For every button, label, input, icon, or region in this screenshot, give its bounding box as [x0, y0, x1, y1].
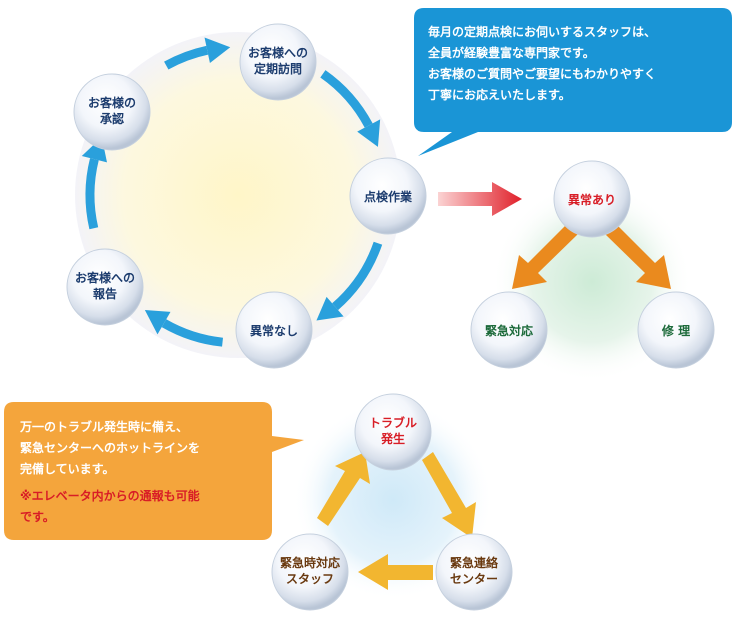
- cycle-arrow-none-to-report-head: [144, 310, 171, 335]
- node-label: お客様の: [88, 95, 136, 110]
- node-label: 異常なし: [250, 323, 298, 338]
- node-sphere: [239, 23, 317, 101]
- node-label: 異常あり: [568, 192, 616, 207]
- trouble-bubble: 万一のトラブル発生時に備え、 緊急センターへのホットラインを 完備しています。 …: [4, 402, 304, 540]
- red-arrow: [438, 182, 522, 216]
- node-label: 発生: [380, 431, 405, 446]
- yellow-arrow-left: [317, 452, 370, 526]
- info-bubble-line: 丁寧にお応えいたします。: [428, 87, 571, 102]
- node-sphere: [66, 248, 144, 326]
- node-trouble: トラブル 発生: [354, 393, 432, 471]
- trouble-bubble-note: ※エレベータ内からの通報も可能: [20, 488, 200, 503]
- node-inspection: 点検作業: [349, 157, 427, 235]
- node-label: 修 理: [661, 323, 690, 338]
- info-bubble-shape: [414, 8, 732, 156]
- node-no-abnormality: 異常なし: [235, 291, 313, 369]
- node-label: お客様への: [248, 45, 308, 60]
- yellow-arrow-bottom: [358, 554, 433, 590]
- node-sphere: [349, 157, 427, 235]
- node-report: お客様への 報告: [66, 248, 144, 326]
- node-label: スタッフ: [286, 572, 334, 586]
- cycle-arrows: [81, 37, 383, 347]
- info-bubble: 毎月の定期点検にお伺いするスタッフは、 全員が経験豊富な専門家です。 お客様のご…: [414, 8, 732, 156]
- node-sphere: [637, 291, 715, 369]
- trouble-bubble-line: 万一のトラブル発生時に備え、: [19, 419, 188, 434]
- node-label: 緊急連絡: [450, 555, 499, 570]
- node-repair: 修 理: [637, 291, 715, 369]
- node-label: トラブル: [369, 415, 417, 430]
- trouble-bubble-line: 緊急センターへのホットラインを: [20, 440, 200, 455]
- node-periodic-visit: お客様への 定期訪問: [239, 23, 317, 101]
- node-emergency-center: 緊急連絡 センター: [435, 533, 513, 611]
- node-label: 点検作業: [364, 189, 413, 204]
- node-sphere: [271, 533, 349, 611]
- cycle-arrow-visit-to-inspection-head: [357, 119, 381, 147]
- node-abnormal: 異常あり: [553, 160, 631, 238]
- cycle-arrow-approval-to-visit-head: [204, 37, 231, 63]
- cycle-arrow-inspection-to-none: [332, 241, 383, 311]
- cycle-arrow-visit-to-inspection: [320, 70, 373, 128]
- orange-arrow-left: [512, 224, 578, 289]
- info-bubble-line: 毎月の定期点検にお伺いするスタッフは、: [428, 24, 656, 39]
- info-bubble-line: お客様のご質問やご要望にもわかりやすく: [428, 66, 656, 81]
- trouble-bubble-line: 完備しています。: [20, 461, 114, 476]
- info-bubble-line: 全員が経験豊富な専門家です。: [427, 45, 595, 60]
- node-label: 緊急時対応: [280, 555, 340, 570]
- node-sphere: [354, 393, 432, 471]
- node-emergency-response: 緊急対応: [470, 291, 548, 369]
- orange-arrow-right: [605, 224, 671, 289]
- node-emergency-staff: 緊急時対応 スタッフ: [271, 533, 349, 611]
- cycle-background: [75, 32, 401, 358]
- node-sphere: [235, 291, 313, 369]
- cycle-arrow-none-to-report: [161, 319, 224, 347]
- cycle-arrow-approval-to-visit: [164, 45, 209, 70]
- node-sphere: [470, 291, 548, 369]
- cycle-arrow-inspection-to-none-head: [316, 296, 344, 321]
- node-label: お客様への: [75, 270, 135, 285]
- node-sphere: [435, 533, 513, 611]
- node-label: 報告: [93, 286, 117, 301]
- node-label: 緊急対応: [485, 323, 533, 338]
- cycle-arrow-report-to-approval: [85, 158, 99, 230]
- yellow-arrow-right: [422, 452, 476, 538]
- node-sphere: [553, 160, 631, 238]
- trouble-bubble-note: です。: [20, 510, 55, 524]
- trouble-bubble-shape: [4, 402, 304, 540]
- node-label: 承認: [100, 111, 124, 126]
- node-sphere: [73, 73, 151, 151]
- node-label: 定期訪問: [254, 61, 302, 76]
- node-label: センター: [450, 572, 498, 586]
- node-approval: お客様の 承認: [73, 73, 151, 151]
